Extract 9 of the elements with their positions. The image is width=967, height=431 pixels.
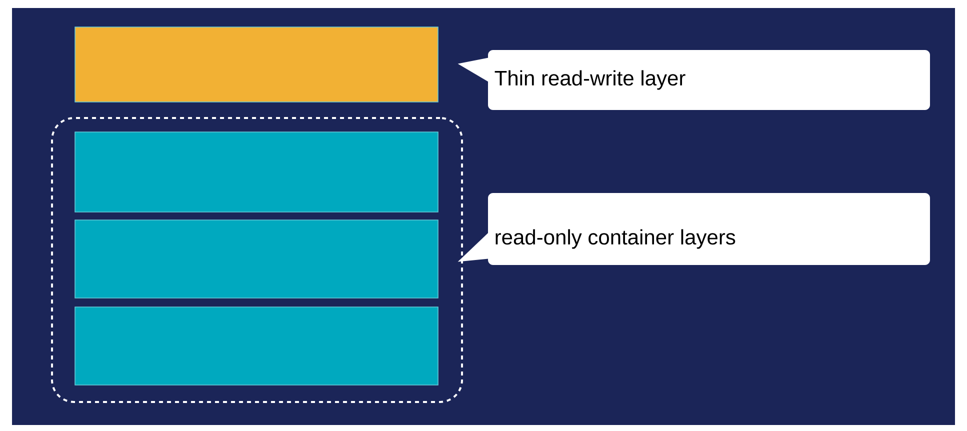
layer-box — [74, 220, 438, 298]
callout-box: Thin read-write layer — [488, 50, 930, 110]
layer-box — [74, 132, 438, 212]
dashed-group-frame — [51, 117, 463, 403]
layer-box — [74, 306, 438, 386]
layer-box — [74, 26, 438, 102]
callout-tail — [458, 58, 488, 82]
callout-box: read-only container layers — [488, 193, 930, 265]
callout-tail — [458, 232, 488, 262]
